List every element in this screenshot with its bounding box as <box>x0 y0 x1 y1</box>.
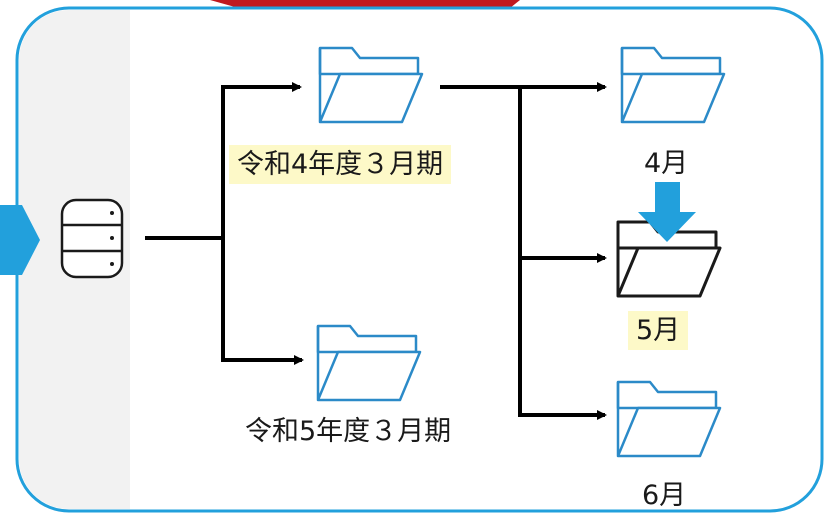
folder-icon <box>316 324 422 402</box>
database-icon <box>60 198 124 279</box>
folder-label-m5: 5月 <box>628 311 689 350</box>
folder-label-fy4: 令和4年度３月期 <box>229 145 452 184</box>
folder-label-m6: 6月 <box>642 480 687 511</box>
folder-icon <box>616 380 722 458</box>
folder-label-fy5: 令和5年度３月期 <box>245 416 452 447</box>
folder-label-m4: 4月 <box>644 148 689 179</box>
connector-db-to-years <box>145 82 304 365</box>
folder-icon <box>318 46 424 124</box>
incoming-blue-arrow <box>0 205 40 275</box>
connector-year-to-months <box>440 82 607 420</box>
folder-icon <box>620 46 726 124</box>
down-arrow-icon <box>638 182 696 242</box>
